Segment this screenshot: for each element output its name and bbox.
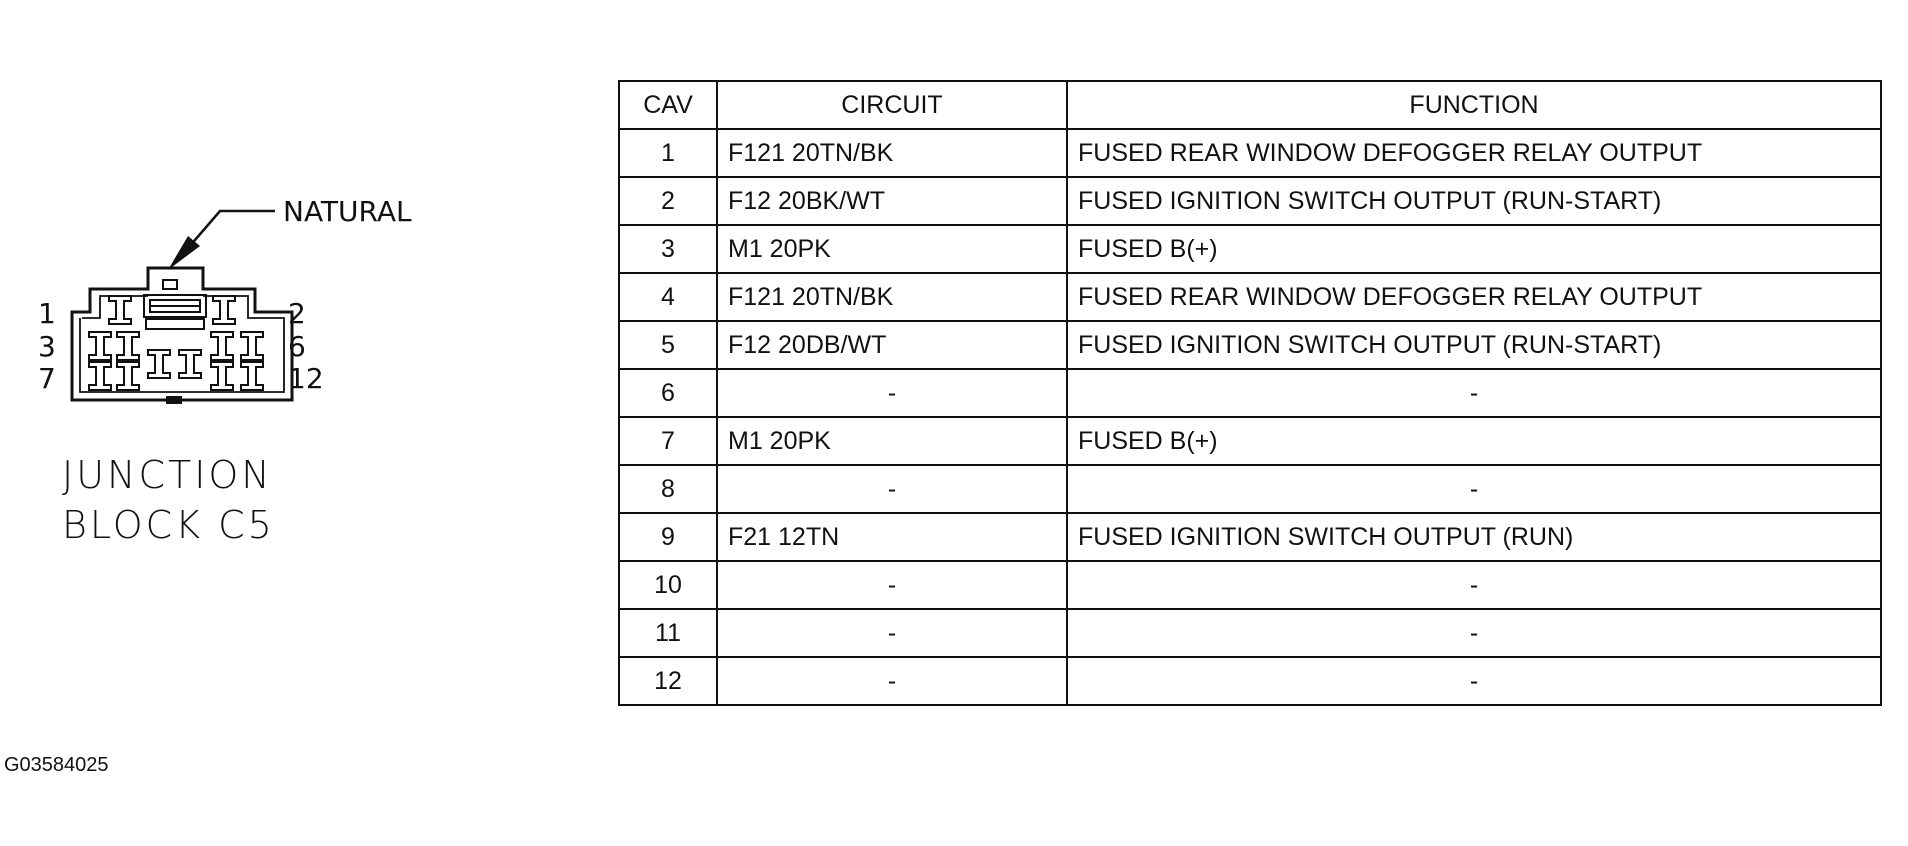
function-cell: FUSED REAR WINDOW DEFOGGER RELAY OUTPUT — [1066, 272, 1882, 322]
circuit-cell: M1 20PK — [716, 224, 1068, 274]
function-cell: FUSED IGNITION SWITCH OUTPUT (RUN) — [1066, 512, 1882, 562]
function-cell: FUSED IGNITION SWITCH OUTPUT (RUN-START) — [1066, 320, 1882, 370]
cav-cell: 6 — [618, 368, 718, 418]
pin-label-2: 2 — [288, 297, 306, 330]
function-cell: FUSED B(+) — [1066, 416, 1882, 466]
header-circuit: CIRCUIT — [716, 80, 1068, 130]
function-cell: - — [1066, 560, 1882, 610]
circuit-cell: M1 20PK — [716, 416, 1068, 466]
connector-title-line2: BLOCK C5 — [62, 503, 275, 547]
cav-cell: 2 — [618, 176, 718, 226]
table-header-row: CAV CIRCUIT FUNCTION — [618, 80, 1882, 130]
connector-key — [166, 396, 182, 404]
pin-label-12: 12 — [288, 362, 324, 395]
circuit-cell: - — [716, 656, 1068, 706]
figure-id: G03584025 — [4, 754, 109, 776]
table-row: 6-- — [618, 368, 1882, 418]
cav-cell: 10 — [618, 560, 718, 610]
cav-cell: 9 — [618, 512, 718, 562]
header-cav: CAV — [618, 80, 718, 130]
circuit-cell: - — [716, 560, 1068, 610]
pin-label-1: 1 — [38, 297, 56, 330]
cav-cell: 11 — [618, 608, 718, 658]
table-row: 10-- — [618, 560, 1882, 610]
circuit-cell: F12 20DB/WT — [716, 320, 1068, 370]
circuit-cell: - — [716, 464, 1068, 514]
circuit-cell: F21 12TN — [716, 512, 1068, 562]
header-function: FUNCTION — [1066, 80, 1882, 130]
table-row: 12-- — [618, 656, 1882, 706]
connector-latch — [143, 279, 207, 330]
cav-cell: 1 — [618, 128, 718, 178]
pin-label-3: 3 — [38, 330, 56, 363]
function-cell: FUSED REAR WINDOW DEFOGGER RELAY OUTPUT — [1066, 128, 1882, 178]
connector-diagram: NATURAL 1 3 7 2 6 12 — [38, 195, 412, 404]
natural-pointer-arrow — [168, 209, 275, 270]
function-cell: FUSED B(+) — [1066, 224, 1882, 274]
terminal-cavities — [88, 295, 264, 391]
cav-cell: 8 — [618, 464, 718, 514]
circuit-cell: - — [716, 368, 1068, 418]
natural-label: NATURAL — [283, 195, 412, 228]
function-cell: - — [1066, 368, 1882, 418]
cav-cell: 3 — [618, 224, 718, 274]
pin-label-6: 6 — [288, 330, 306, 363]
circuit-cell: - — [716, 608, 1068, 658]
function-cell: FUSED IGNITION SWITCH OUTPUT (RUN-START) — [1066, 176, 1882, 226]
table-row: 8-- — [618, 464, 1882, 514]
cav-cell: 4 — [618, 272, 718, 322]
circuit-cell: F121 20TN/BK — [716, 272, 1068, 322]
table-row: 11-- — [618, 608, 1882, 658]
pin-label-7: 7 — [38, 362, 56, 395]
cav-cell: 7 — [618, 416, 718, 466]
connector-title-line1: JUNCTION — [62, 453, 273, 497]
circuit-cell: F121 20TN/BK — [716, 128, 1068, 178]
function-cell: - — [1066, 464, 1882, 514]
function-cell: - — [1066, 608, 1882, 658]
cav-cell: 12 — [618, 656, 718, 706]
cav-cell: 5 — [618, 320, 718, 370]
function-cell: - — [1066, 656, 1882, 706]
circuit-cell: F12 20BK/WT — [716, 176, 1068, 226]
